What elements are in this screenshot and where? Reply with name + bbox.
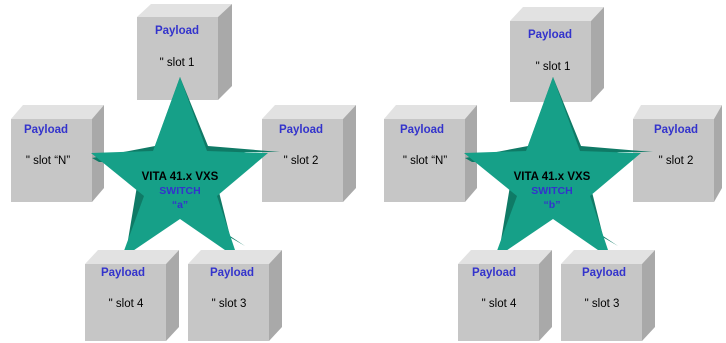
slot-label: " slot “N” bbox=[26, 155, 71, 167]
payload-title: Payload bbox=[582, 267, 626, 279]
switch-id: “a” bbox=[172, 199, 188, 211]
payload-box-slot-2: Payload " slot 2 bbox=[262, 105, 356, 202]
slot-label: " slot 1 bbox=[160, 57, 195, 69]
payload-title: Payload bbox=[528, 29, 572, 41]
slot-label: " slot “N” bbox=[403, 155, 448, 167]
payload-title: Payload bbox=[472, 267, 516, 279]
payload-box-slot-2: Payload " slot 2 bbox=[633, 105, 722, 202]
slot-label: " slot 3 bbox=[212, 298, 247, 310]
switch-name: VITA 41.x VXS bbox=[514, 171, 591, 183]
slot-label: " slot 3 bbox=[585, 298, 620, 310]
payload-title: Payload bbox=[155, 25, 199, 37]
payload-title: Payload bbox=[400, 124, 444, 136]
payload-title: Payload bbox=[101, 267, 145, 279]
payload-box-slot-4: Payload " slot 4 bbox=[458, 250, 552, 341]
slot-label: " slot 2 bbox=[284, 155, 319, 167]
switch-name: VITA 41.x VXS bbox=[142, 171, 219, 183]
payload-title: Payload bbox=[279, 124, 323, 136]
payload-box-slot-1: Payload " slot 1 bbox=[137, 4, 232, 100]
payload-box-slot-3: Payload " slot 3 bbox=[561, 250, 655, 341]
diagram-a: Payload " slot 1 Payload " slot “N” Payl… bbox=[11, 4, 356, 341]
switch-id: “b” bbox=[544, 199, 561, 211]
slot-label: " slot 4 bbox=[109, 298, 144, 310]
diagram-b: Payload " slot 1 Payload " slot “N” Payl… bbox=[384, 7, 722, 341]
slot-label: " slot 4 bbox=[482, 298, 517, 310]
payload-box-slot-n: Payload " slot “N” bbox=[11, 105, 104, 202]
payload-title: Payload bbox=[654, 124, 698, 136]
payload-title: Payload bbox=[24, 124, 68, 136]
switch-label: SWITCH bbox=[531, 185, 572, 197]
switch-label: SWITCH bbox=[159, 185, 200, 197]
switch-star-b: VITA 41.x VXS SWITCH “b” bbox=[464, 77, 653, 259]
payload-box-slot-3: Payload " slot 3 bbox=[188, 250, 282, 341]
payload-title: Payload bbox=[210, 267, 254, 279]
switch-star-a: VITA 41.x VXS SWITCH “a” bbox=[91, 77, 280, 259]
payload-box-slot-n: Payload " slot “N” bbox=[384, 105, 477, 202]
payload-box-slot-4: Payload " slot 4 bbox=[85, 250, 179, 341]
slot-label: " slot 1 bbox=[536, 61, 571, 73]
payload-box-slot-1: Payload " slot 1 bbox=[510, 7, 604, 102]
slot-label: " slot 2 bbox=[659, 155, 694, 167]
